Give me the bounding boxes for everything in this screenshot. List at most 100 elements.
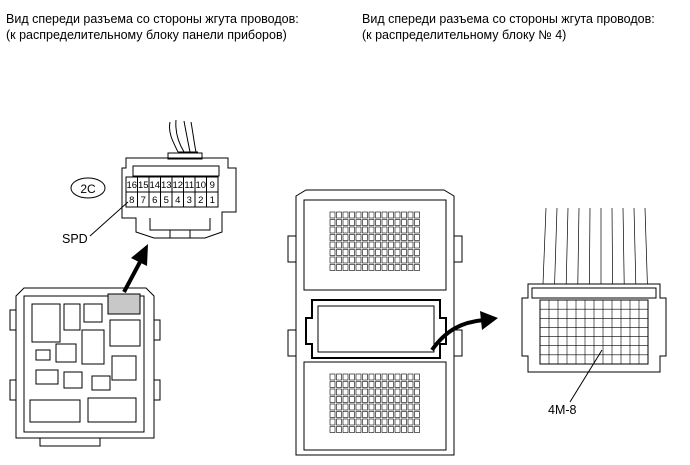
cavity — [355, 418, 362, 426]
right-caption-line2: (к распределительному блоку № 4) — [362, 28, 567, 42]
connector-2c-badge — [70, 177, 106, 199]
cavity — [381, 426, 388, 433]
left-caption-line1: Вид спереди разъема со стороны жгута про… — [6, 12, 299, 26]
cavity — [414, 249, 420, 256]
cavity — [401, 373, 407, 381]
cavity — [349, 234, 355, 241]
cavity — [407, 388, 414, 396]
cavity — [407, 234, 414, 241]
cavity — [368, 396, 375, 403]
cavity — [388, 219, 394, 226]
cavity — [362, 234, 368, 241]
cavity — [394, 396, 401, 403]
pin-number: 15 — [138, 180, 149, 191]
cavity — [329, 256, 336, 264]
pin-number: 14 — [149, 180, 160, 191]
cavity — [362, 411, 368, 418]
cavity — [329, 241, 336, 249]
cavity — [381, 396, 388, 403]
cavity — [401, 381, 407, 388]
cavity — [394, 388, 401, 396]
cavity — [336, 381, 342, 388]
cavity — [336, 249, 342, 256]
pin-number: 11 — [184, 180, 194, 191]
cavity — [407, 226, 414, 234]
cavity — [329, 396, 336, 403]
cavity — [401, 426, 407, 433]
cavity — [414, 211, 420, 219]
cavity — [388, 418, 394, 426]
cavity — [414, 381, 420, 388]
cavity — [394, 249, 401, 256]
cavity — [381, 226, 388, 234]
cavity — [381, 403, 388, 411]
cavity — [368, 211, 375, 219]
cavity — [368, 241, 375, 249]
cavity — [336, 219, 342, 226]
cavity — [394, 226, 401, 234]
cavity — [329, 234, 336, 241]
cavity — [349, 241, 355, 249]
cavity — [401, 241, 407, 249]
cavity — [329, 403, 336, 411]
cavity — [394, 256, 401, 264]
cavity — [401, 249, 407, 256]
pin-number: 1 — [210, 195, 215, 206]
instrument-panel-junction-block — [9, 287, 161, 447]
cavity — [349, 426, 355, 433]
cavity — [375, 388, 381, 396]
cavity — [401, 211, 407, 219]
arrow-to-4m — [430, 311, 498, 352]
cavity — [401, 403, 407, 411]
cavity — [407, 256, 414, 264]
cavity — [414, 241, 420, 249]
cavity — [329, 219, 336, 226]
cavity — [381, 256, 388, 264]
cavity — [349, 418, 355, 426]
cavity — [375, 381, 381, 388]
cavity — [381, 249, 388, 256]
cavity — [368, 234, 375, 241]
pin-number: 3 — [187, 195, 192, 206]
cavity — [394, 373, 401, 381]
cavity — [414, 226, 420, 234]
cavity — [368, 249, 375, 256]
cavity — [381, 388, 388, 396]
cavity — [407, 264, 414, 271]
cavity — [362, 381, 368, 388]
connector-2c-location-highlight — [107, 293, 141, 315]
cavity — [401, 388, 407, 396]
cavity — [349, 396, 355, 403]
cavity — [388, 264, 394, 271]
cavity — [375, 396, 381, 403]
cavity — [362, 264, 368, 271]
cavity — [368, 226, 375, 234]
cavity — [362, 426, 368, 433]
pin-number: 13 — [161, 180, 172, 191]
cavity — [407, 396, 414, 403]
jb4-central-socket — [305, 299, 447, 359]
cavity — [368, 264, 375, 271]
arrow-to-2c — [122, 244, 148, 293]
cavity — [407, 418, 414, 426]
cavity — [401, 226, 407, 234]
cavity — [401, 264, 407, 271]
cavity — [381, 411, 388, 418]
cavity — [368, 388, 375, 396]
cavity — [388, 256, 394, 264]
cavity — [414, 264, 420, 271]
cavity — [375, 418, 381, 426]
cavity — [362, 373, 368, 381]
cavity — [381, 373, 388, 381]
cavity — [394, 241, 401, 249]
cavity — [368, 426, 375, 433]
cavity — [342, 219, 349, 226]
cavity — [401, 219, 407, 226]
cavity — [342, 241, 349, 249]
cavity — [368, 373, 375, 381]
cavity — [336, 403, 342, 411]
cavity — [349, 381, 355, 388]
pin-number: 10 — [195, 180, 206, 191]
cavity — [375, 226, 381, 234]
cavity — [342, 381, 349, 388]
